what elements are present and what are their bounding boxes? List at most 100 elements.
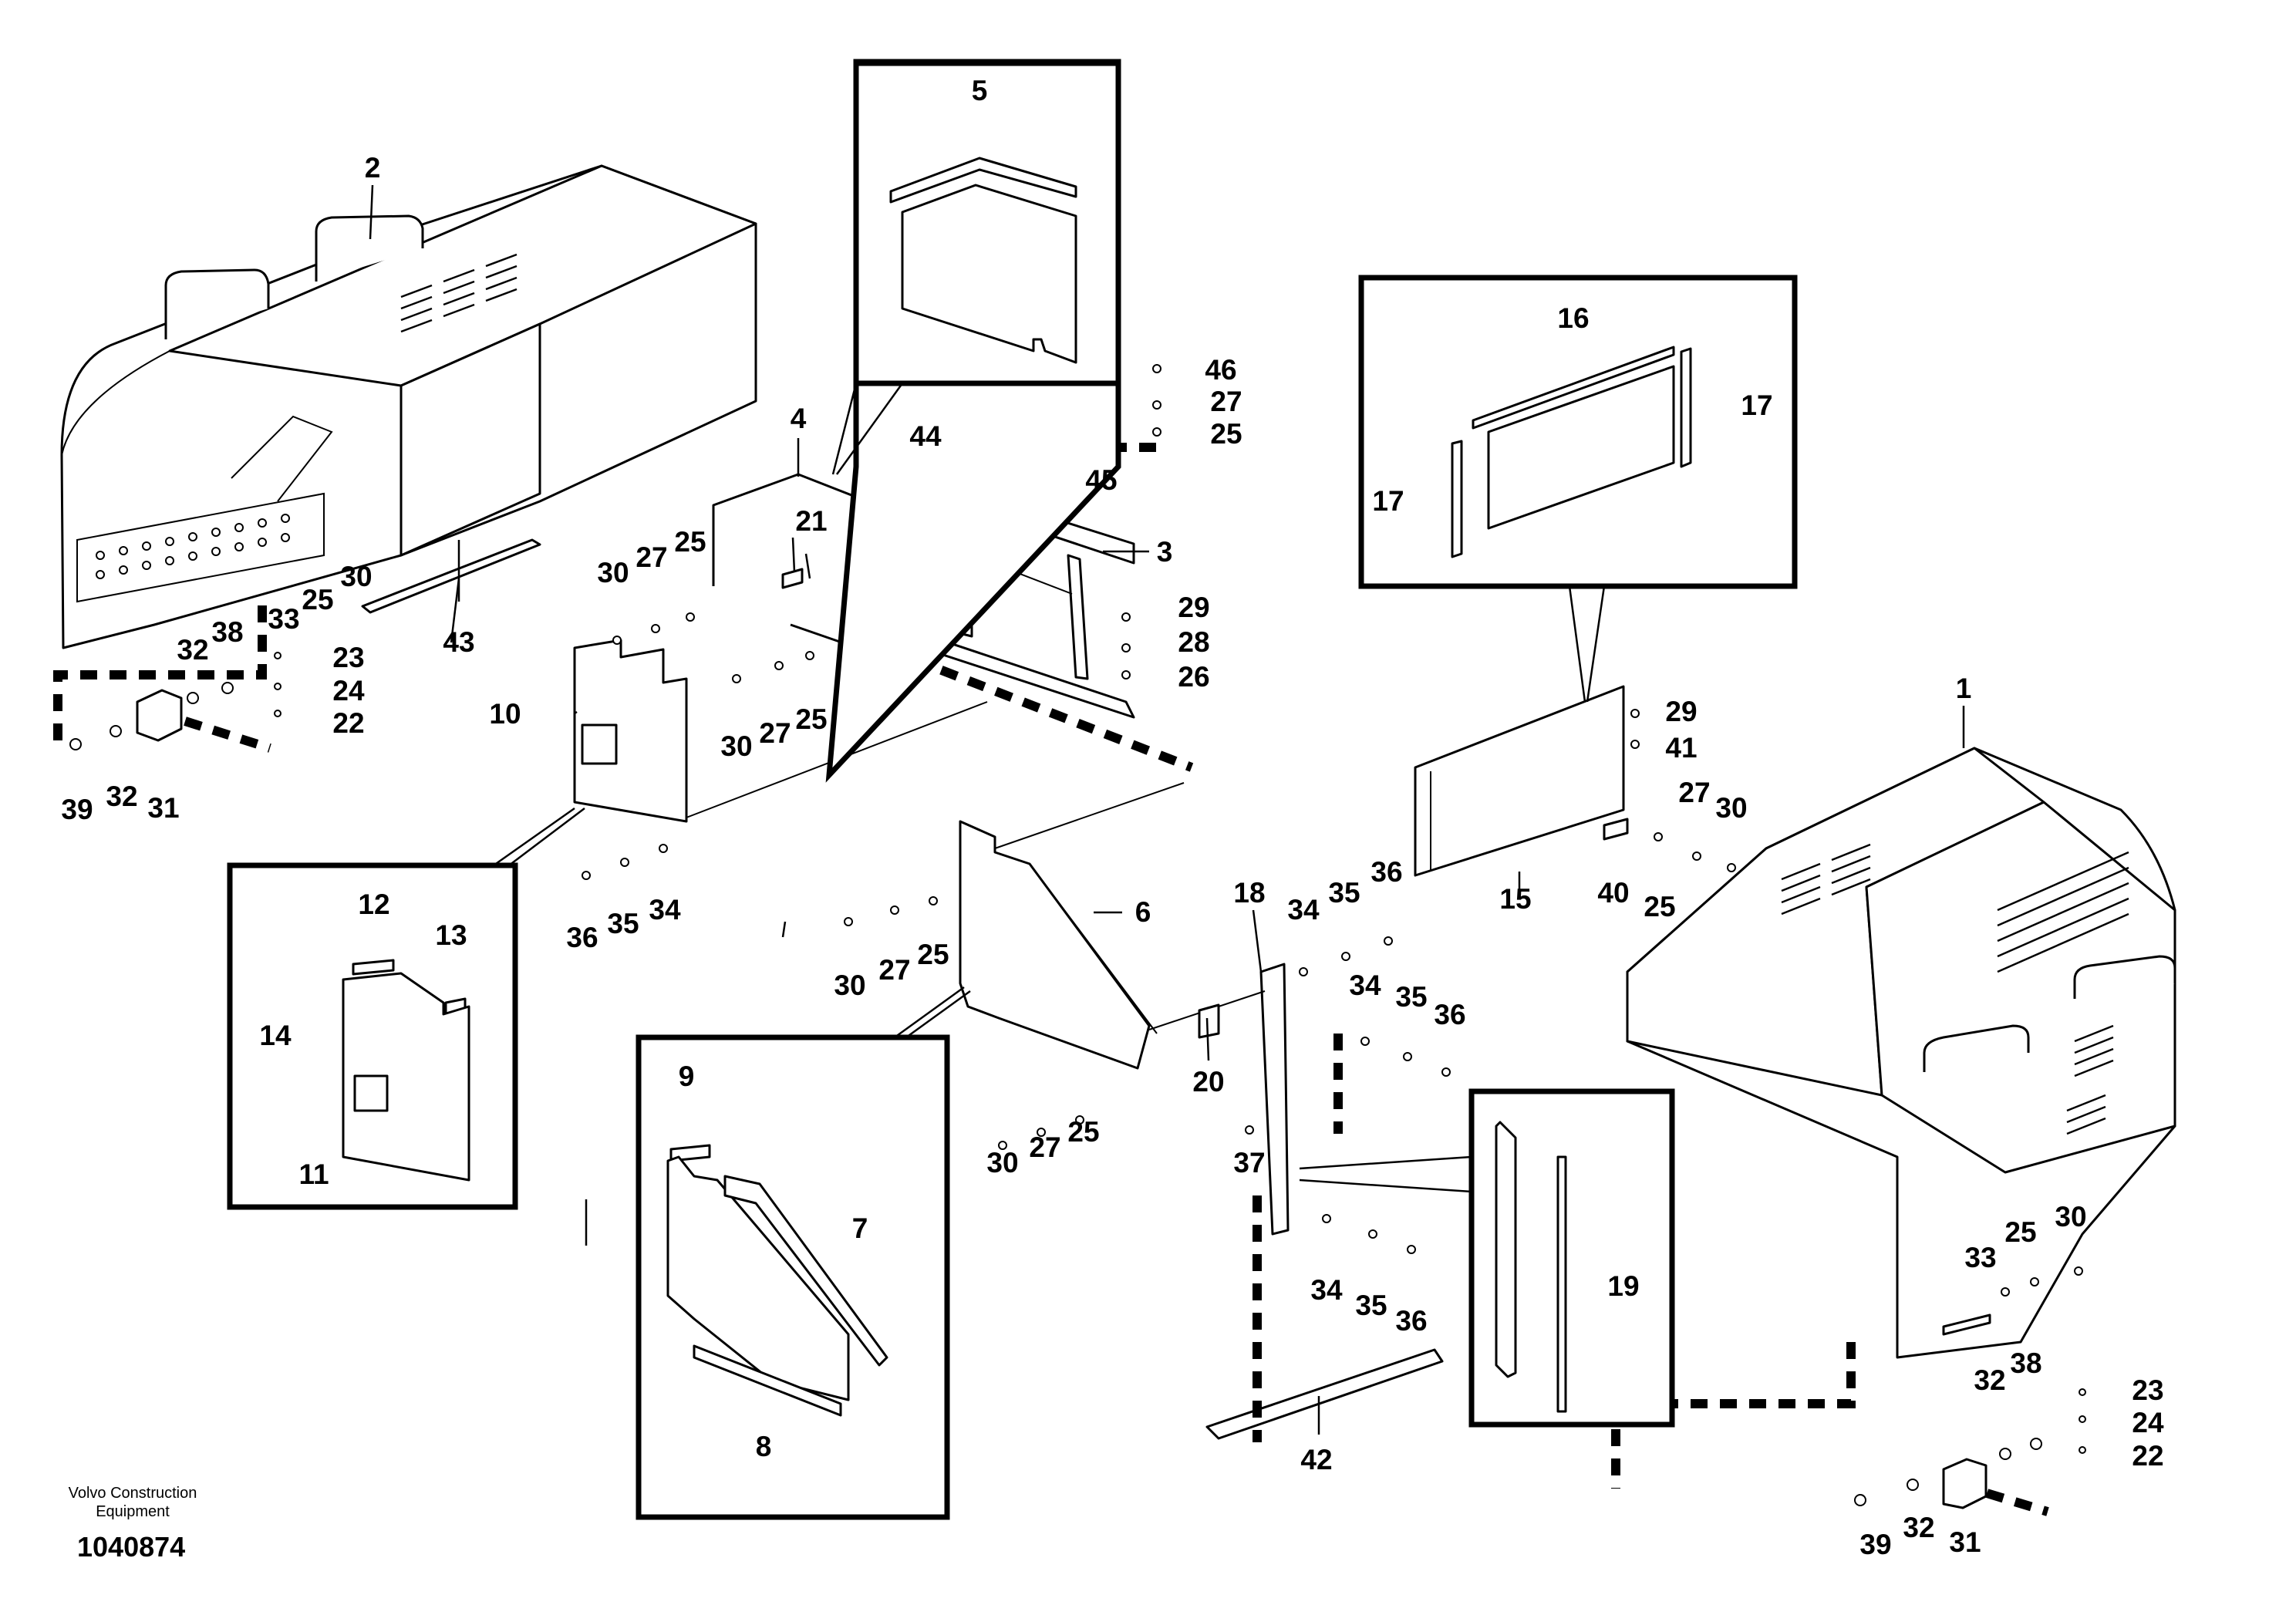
callout-35-d: 35 — [1355, 1290, 1387, 1321]
detail-box-11-14 — [227, 807, 585, 1210]
callout-29-a: 29 — [1178, 592, 1209, 623]
callout-4: 4 — [791, 403, 807, 434]
callout-22-left: 22 — [332, 707, 364, 739]
callout-25-g: 25 — [1644, 891, 1675, 922]
callout-14: 14 — [259, 1020, 292, 1051]
detail-box-16-17 — [1358, 275, 1798, 703]
callout-34-b: 34 — [1287, 894, 1320, 926]
callout-10: 10 — [489, 698, 521, 730]
hood-rear-vent-grille — [1781, 843, 2129, 1135]
callout-8: 8 — [756, 1431, 772, 1462]
callout-32-a: 32 — [177, 634, 208, 666]
hardware-group-right — [1854, 1388, 2086, 1509]
callout-36-d: 36 — [1395, 1305, 1427, 1337]
rail-part-42 — [1205, 1348, 1444, 1440]
panel-part-10 — [573, 639, 688, 823]
callout-30-g: 30 — [2055, 1201, 2086, 1233]
bolt-chains — [582, 364, 2083, 1336]
detail-box-19 — [1299, 1088, 1675, 1428]
credit-line-1: Volvo Construction — [69, 1485, 197, 1502]
callout-17-left: 17 — [1372, 485, 1404, 517]
callout-12: 12 — [358, 889, 389, 920]
post-part-18 — [1259, 963, 1290, 1236]
callout-30-b: 30 — [597, 557, 629, 588]
callout-6: 6 — [1135, 896, 1151, 928]
callout-44: 44 — [909, 420, 942, 452]
callout-labels: 1 2 3 4 5 6 7 8 9 10 11 12 13 14 15 16 1… — [61, 75, 2164, 1560]
callout-23-left: 23 — [332, 642, 364, 673]
callout-35-b: 35 — [1328, 877, 1360, 909]
callout-30-a: 30 — [340, 561, 372, 592]
callout-25-h: 25 — [2004, 1216, 2036, 1248]
callout-11: 11 — [298, 1158, 329, 1190]
callout-29-b: 29 — [1665, 696, 1697, 727]
callout-34-c: 34 — [1349, 969, 1381, 1001]
callout-40: 40 — [1597, 877, 1629, 909]
hood-front-part — [60, 164, 757, 649]
strip-part-43 — [361, 538, 541, 614]
lock-plate-icon — [581, 723, 618, 765]
callout-38-left: 38 — [211, 616, 243, 648]
callout-25-a: 25 — [302, 584, 333, 615]
hood-front-perforated-panel — [76, 492, 325, 603]
callout-45: 45 — [1085, 464, 1117, 496]
callout-30-e: 30 — [986, 1147, 1018, 1179]
callout-27-c: 27 — [878, 954, 910, 986]
callout-19: 19 — [1607, 1270, 1639, 1302]
callout-46: 46 — [1205, 354, 1236, 386]
callout-22-right: 22 — [2132, 1440, 2163, 1472]
callout-36-a: 36 — [566, 922, 598, 953]
hood-rear-part — [1626, 747, 2176, 1359]
callout-41: 41 — [1665, 732, 1697, 764]
callout-39-right: 39 — [1859, 1529, 1891, 1560]
callout-30-f: 30 — [1715, 792, 1747, 824]
callout-27-f: 27 — [1678, 777, 1710, 808]
callout-16: 16 — [1557, 302, 1589, 334]
callout-13: 13 — [435, 919, 467, 951]
callout-25-f: 25 — [1210, 418, 1242, 450]
callout-25-b: 25 — [674, 526, 706, 558]
callout-37: 37 — [1233, 1147, 1265, 1179]
callout-27-e: 27 — [1210, 386, 1242, 417]
callout-39-left: 39 — [61, 794, 93, 825]
callout-25-d: 25 — [917, 939, 949, 970]
callout-32-b: 32 — [106, 781, 137, 812]
callout-24-right: 24 — [2132, 1407, 2164, 1438]
callout-30-d: 30 — [834, 969, 865, 1001]
callout-33-right: 33 — [1964, 1242, 1996, 1273]
callout-9: 9 — [679, 1061, 695, 1092]
callout-33-left: 33 — [268, 603, 299, 635]
callout-5: 5 — [972, 75, 988, 106]
callout-26: 26 — [1178, 661, 1209, 693]
callout-27-b: 27 — [759, 717, 791, 749]
callout-36-b: 36 — [1371, 856, 1402, 888]
callout-15: 15 — [1499, 883, 1531, 915]
callout-31-left: 31 — [147, 792, 179, 824]
callout-18: 18 — [1233, 877, 1265, 909]
callout-34-d: 34 — [1310, 1274, 1343, 1306]
callout-7: 7 — [852, 1212, 868, 1244]
callout-36-c: 36 — [1434, 999, 1465, 1030]
detail-box-7-9 — [636, 986, 971, 1520]
callout-1: 1 — [1956, 673, 1972, 704]
hood-front-vent-grille — [400, 253, 518, 333]
callout-35-a: 35 — [607, 908, 639, 939]
callout-23-right: 23 — [2132, 1374, 2163, 1406]
credit-line-2: Equipment — [96, 1503, 170, 1520]
callout-27-d: 27 — [1029, 1131, 1060, 1163]
callout-42: 42 — [1300, 1444, 1332, 1475]
callout-2: 2 — [365, 152, 381, 184]
callout-28: 28 — [1178, 626, 1209, 658]
callout-3: 3 — [1157, 536, 1173, 568]
callout-24-left: 24 — [332, 675, 365, 706]
detail-box-5 — [825, 59, 1121, 783]
callout-30-c: 30 — [720, 730, 752, 762]
callout-35-c: 35 — [1395, 981, 1427, 1013]
hardware-group-left — [69, 652, 282, 750]
cross-bar-part-15 — [1414, 685, 1625, 877]
document-number: 1040874 — [77, 1531, 185, 1563]
callout-32-c: 32 — [1974, 1364, 2005, 1396]
callout-31-right: 31 — [1949, 1526, 1981, 1558]
callout-20: 20 — [1192, 1066, 1224, 1098]
